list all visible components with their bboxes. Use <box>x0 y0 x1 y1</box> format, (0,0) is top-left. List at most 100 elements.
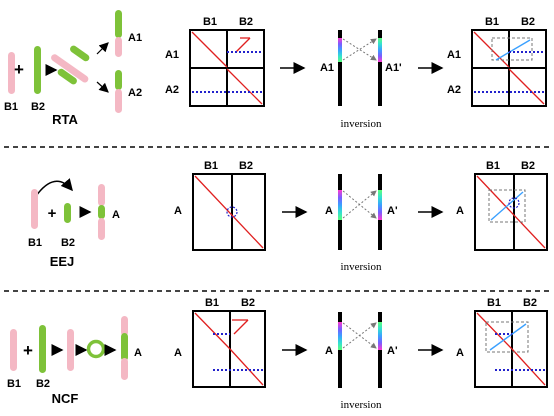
eej-map1-diagonal <box>194 175 264 249</box>
rta-a1-green-part <box>115 10 122 38</box>
rta-inversion-caption: inversion <box>341 118 382 130</box>
eej-map2-frame <box>474 173 548 251</box>
eej-inv-left-label: A <box>325 205 333 217</box>
ncf-map1-col-b2: B2 <box>241 297 255 309</box>
panel-eej: + B1 B2 A EEJ B1 B2 A <box>28 160 548 273</box>
ncf-map1-red-short <box>233 319 249 335</box>
rta-map1-red-short <box>235 37 251 53</box>
eej-schematic: + B1 B2 A EEJ <box>28 178 120 269</box>
eej-b1-chromosome <box>31 189 38 229</box>
rta-inv-cross-2 <box>342 38 377 61</box>
ncf-contact-map-before: B1 B2 A <box>174 297 266 388</box>
rta-map2-inverted-segment <box>495 39 531 61</box>
eej-contact-map-before: B1 B2 A <box>174 160 266 251</box>
ncf-scheme-label: NCF <box>52 391 79 406</box>
ncf-map2-row-a: A <box>456 347 464 359</box>
ncf-inversion-caption: inversion <box>341 399 382 411</box>
eej-inversion-caption: inversion <box>341 261 382 273</box>
rta-inv-cross-1 <box>342 38 377 61</box>
eej-curved-arrow <box>35 178 73 197</box>
ncf-contact-map-after: B1 B2 A <box>456 297 548 388</box>
ncf-plus-sign: + <box>23 341 33 360</box>
ncf-map1-row-a: A <box>174 347 182 359</box>
eej-inv-right-label: A' <box>387 205 398 217</box>
ncf-map1-col-b1: B1 <box>205 297 219 309</box>
rta-schematic: + B1 B2 A1 A2 RTA <box>4 10 142 127</box>
eej-map2-junction-circle <box>508 197 520 209</box>
eej-b2-label: B2 <box>61 237 75 249</box>
eej-inv-right-segment <box>378 190 382 220</box>
ncf-map1-diagonal-b <box>229 348 264 386</box>
rta-b1-label: B1 <box>4 101 18 113</box>
rta-map1-col-b2: B2 <box>239 16 253 28</box>
eej-map1-row-a: A <box>174 205 182 217</box>
rta-crossing-chromosomes <box>51 45 90 85</box>
ncf-inv-right-label: A' <box>387 345 398 357</box>
ncf-inv-left-segment <box>338 322 342 350</box>
rta-map1-row-a1: A1 <box>165 49 179 61</box>
eej-map2-inversion-box <box>488 189 526 223</box>
rta-a1-pink-part <box>115 37 122 57</box>
rta-arrow-up <box>96 42 109 55</box>
eej-inv-cross-2 <box>342 190 377 219</box>
rta-a2-pink-part <box>115 89 122 113</box>
eej-inversion-diagram: A A' inversion <box>325 174 398 273</box>
rta-plus-sign: + <box>14 60 24 79</box>
eej-a-label: A <box>112 209 120 221</box>
eej-a-pink-bottom <box>98 218 105 240</box>
ncf-intermediate-chromosome <box>67 329 74 371</box>
rta-map2-diagonal-b <box>508 68 545 105</box>
rta-inv-left-label: A1 <box>320 62 334 74</box>
rta-scheme-label: RTA <box>52 112 78 127</box>
rta-map2-col-b1: B1 <box>485 16 499 28</box>
ncf-b1-chromosome <box>10 329 17 371</box>
rta-map1-diagonal-a <box>191 31 228 68</box>
rta-a2-green-part <box>115 70 122 90</box>
eej-map2-inverted-segment <box>490 191 524 221</box>
ncf-map2-diagonal-b <box>511 348 546 386</box>
rta-map2-row-a1: A1 <box>447 49 461 61</box>
ncf-schematic: + B1 B2 A NCF <box>7 316 142 406</box>
rta-map1-diagonal-b <box>226 68 263 105</box>
ncf-map2-inversion-box <box>485 321 529 353</box>
rta-map1-row-a2: A2 <box>165 84 179 96</box>
eej-inv-left-segment <box>338 190 342 220</box>
rta-inversion-diagram: A1 A1' inversion <box>320 30 402 130</box>
ncf-a-pink-top <box>121 316 128 336</box>
rta-inv-left-segment <box>338 38 342 62</box>
eej-map1-col-b2: B2 <box>239 160 253 172</box>
eej-map1-frame <box>192 173 266 251</box>
ncf-b1-label: B1 <box>7 378 21 390</box>
rta-b1-chromosome <box>8 52 15 94</box>
ncf-b2-label: B2 <box>36 378 50 390</box>
eej-plus-sign: + <box>48 205 57 222</box>
rta-a2-label: A2 <box>128 87 142 99</box>
ncf-inv-left-label: A <box>325 345 333 357</box>
rta-inv-right-segment <box>378 38 382 62</box>
rta-arrow-down <box>96 81 109 93</box>
eej-map2-diagonal <box>476 175 546 249</box>
eej-map2-col-b2: B2 <box>521 160 535 172</box>
rta-contact-map-before: B1 B2 A1 A2 <box>165 16 265 107</box>
rta-map2-col-b2: B2 <box>521 16 535 28</box>
eej-b2-chromosome <box>64 203 71 223</box>
ncf-a-pink-bottom <box>121 358 128 380</box>
eej-map2-col-b1: B1 <box>486 160 500 172</box>
rta-contact-map-after: B1 B2 A1 A2 <box>447 16 547 107</box>
eej-a-pink-top <box>98 184 105 206</box>
eej-map1-col-b1: B1 <box>204 160 218 172</box>
ncf-a-label: A <box>134 347 142 359</box>
panel-rta: + B1 B2 A1 A2 RTA B1 B2 A1 A2 <box>4 10 547 130</box>
rta-inv-right-label: A1' <box>385 62 402 74</box>
eej-contact-map-after: B1 B2 A <box>456 160 548 251</box>
eej-scheme-label: EEJ <box>50 254 75 269</box>
rta-b2-chromosome <box>34 46 41 94</box>
ncf-b2-chromosome <box>39 325 46 373</box>
rta-b2-label: B2 <box>31 101 45 113</box>
ncf-map1-diagonal-a <box>194 312 231 350</box>
ncf-circle-fragment <box>86 339 106 359</box>
ncf-a-green-mid <box>121 333 128 361</box>
ncf-inv-right-segment <box>378 322 382 350</box>
eej-a-green-mid <box>98 205 105 219</box>
